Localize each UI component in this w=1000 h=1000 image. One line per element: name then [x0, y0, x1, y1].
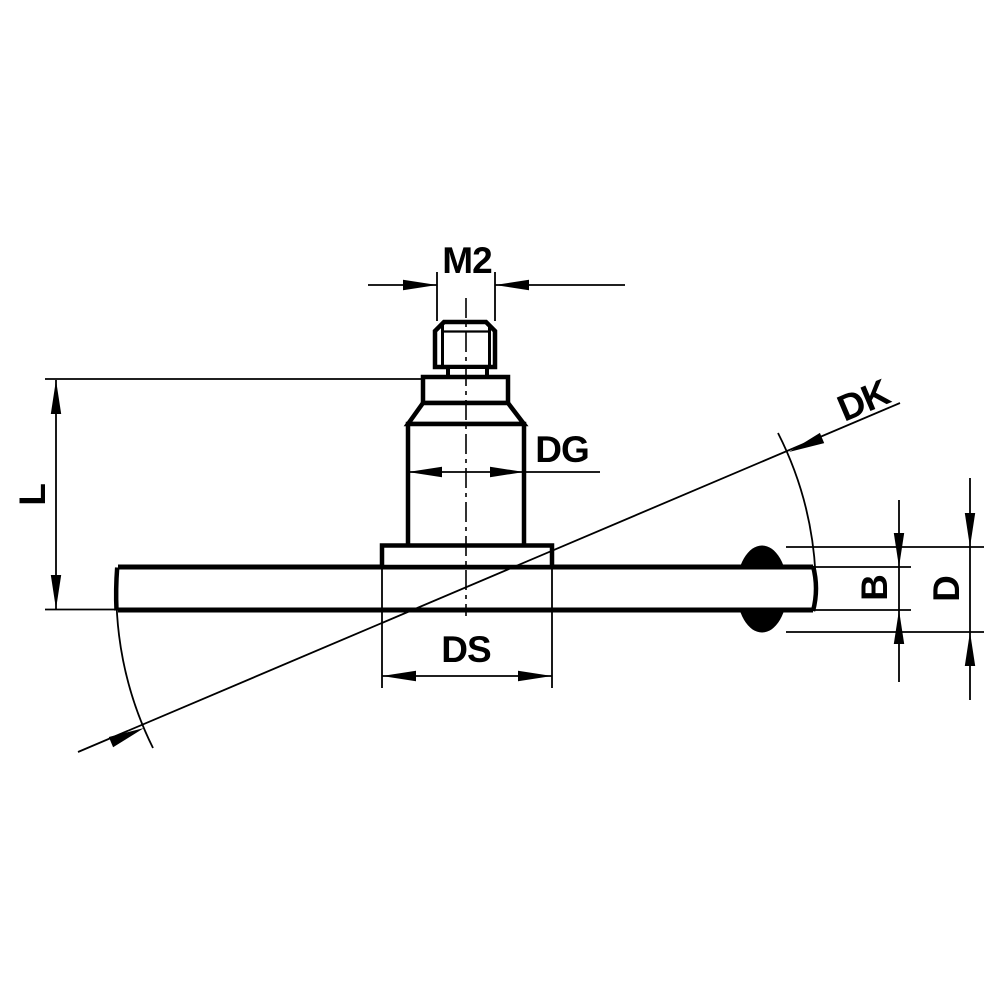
ds-arrowhead-right [518, 670, 552, 682]
dim-label-ds: DS [441, 629, 491, 670]
dg-arrowhead-right [490, 466, 524, 478]
ds-arrowhead-left [382, 670, 416, 682]
dg-arrowhead-left [408, 466, 442, 478]
dim-label-b: B [854, 575, 895, 601]
b-arrowhead-top [893, 533, 905, 567]
m2-arrowhead-left [403, 279, 437, 291]
dk-arc-left [115, 567, 154, 749]
dk-dimension [77, 402, 901, 753]
l-dimension [45, 378, 423, 611]
m2-dimension [368, 272, 625, 321]
flange [379, 543, 555, 570]
ds-dimension [381, 568, 553, 688]
dim-label-dg: DG [535, 429, 589, 470]
dim-label-m2: M2 [442, 240, 492, 281]
bar-right-end-cap [810, 565, 819, 612]
dk-diameter-line [77, 402, 901, 753]
thread-stud [432, 319, 498, 370]
dim-label-d: D [926, 576, 967, 602]
l-arrowhead-top [50, 380, 62, 414]
b-dimension [815, 500, 911, 682]
dg-dimension [408, 466, 600, 478]
dk-arrowhead-upper [789, 432, 825, 452]
d-dimension [786, 478, 984, 700]
dim-label-l: L [12, 484, 53, 506]
d-arrowhead-top [964, 513, 976, 547]
dk-arrowhead-lower [108, 728, 144, 748]
m2-arrowhead-right [495, 279, 529, 291]
l-arrowhead-bottom [50, 575, 62, 609]
dk-arc-right [777, 432, 817, 575]
b-arrowhead-bottom [893, 610, 905, 644]
d-arrowhead-bottom [964, 632, 976, 666]
